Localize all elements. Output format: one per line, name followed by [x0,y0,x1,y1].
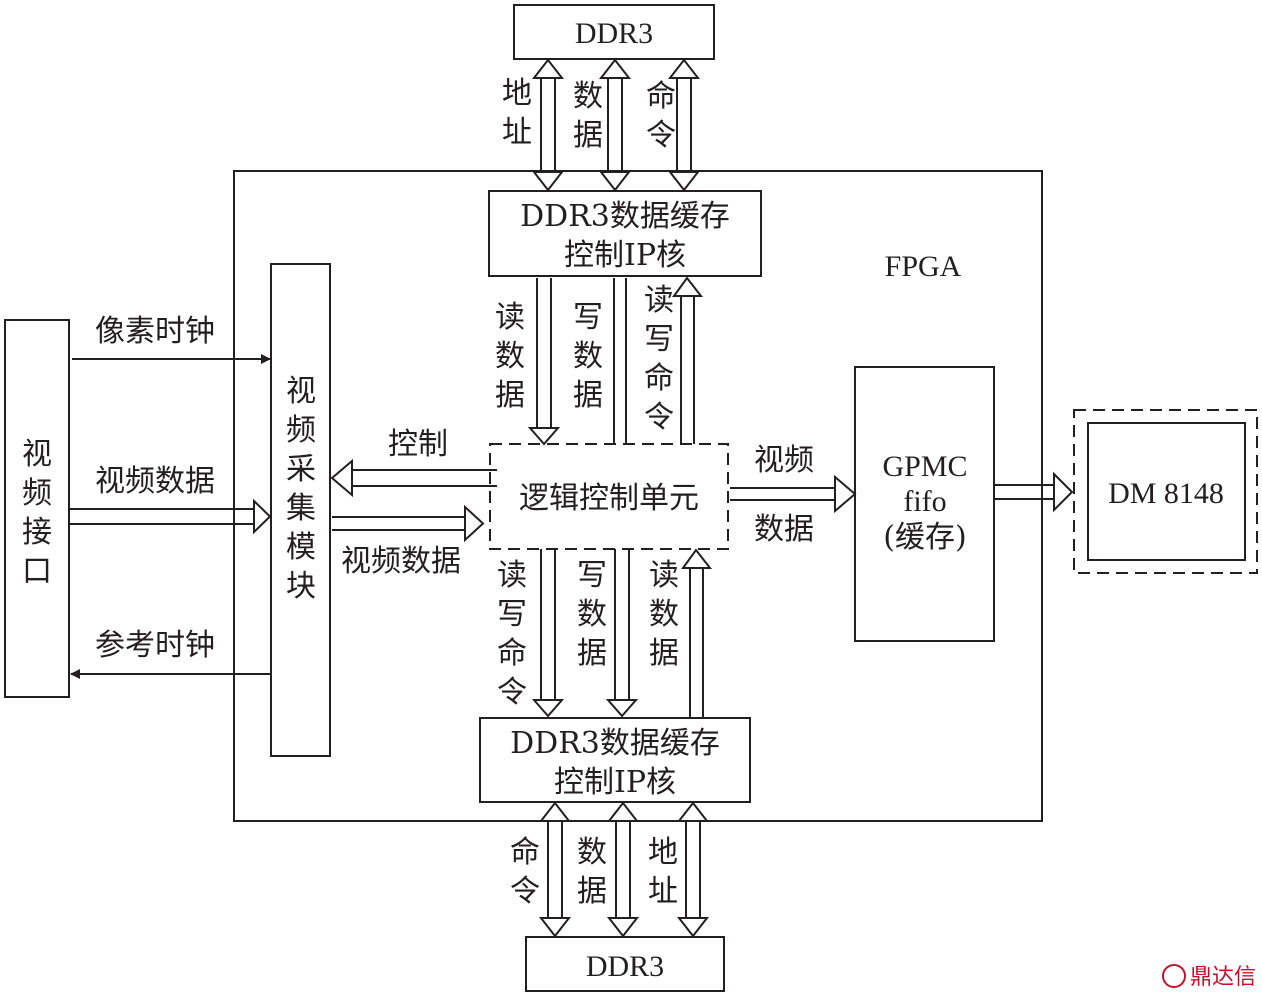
ip-core-top-line2: 控制IP核 [564,238,686,273]
gpmc-line2: fifo [903,485,946,518]
lower-read-data-arrow [681,548,713,718]
lower-read-data-label: 数 [649,597,679,632]
video-interface-char: 接 [22,515,52,550]
upper-write-data-arrow [613,278,627,444]
video-data-mid-label: 视频数据 [341,544,461,579]
video-out-arrow [730,474,857,514]
ip-core-bottom-line1: DDR3数据缓存 [510,726,720,761]
logic-control-unit-box [489,443,729,550]
top-command-arrow [667,58,701,192]
bottom-address-arrow [676,801,710,938]
lower-read-data-label: 据 [649,636,679,671]
watermark-text: 鼎达信 [1190,965,1256,990]
ip-core-bottom-line2: 控制IP核 [554,765,676,800]
upper-rw-command-label: 写 [644,322,674,357]
top-command-label: 命 [646,79,676,114]
capture-module-char: 模 [286,530,316,565]
bottom-command-label: 令 [510,874,540,909]
upper-read-data-label: 据 [495,378,525,413]
ref-clock-label: 参考时钟 [95,628,215,663]
ip-core-top-box [488,190,762,277]
fpga-label: FPGA [885,250,962,283]
capture-module-char: 视 [286,374,316,409]
bottom-data-label: 数 [577,835,607,870]
ip-core-bottom-box [479,717,751,803]
gpmc-to-dm-arrow [994,471,1074,513]
upper-rw-command-arrow [672,276,704,444]
bottom-command-label: 命 [510,835,540,870]
video-data-in-arrow [70,498,272,535]
bottom-command-arrow [538,801,572,938]
capture-module-char: 频 [286,413,316,448]
lower-write-data-label: 数 [577,597,607,632]
top-address-label: 地 [502,76,532,111]
video-interface-char: 口 [22,554,52,589]
dm8148-box [1087,422,1246,561]
capture-module-char: 集 [286,491,316,526]
top-address-arrow [531,58,565,192]
video-data-mid-arrow [332,504,485,543]
ddr3-top-label: DDR3 [575,17,653,50]
ddr3-bottom-label: DDR3 [586,950,664,983]
upper-read-data-label: 读 [495,300,525,335]
pixel-clock-label: 像素时钟 [95,314,215,349]
upper-write-data-label: 写 [573,300,603,335]
lower-write-data-label: 写 [577,558,607,593]
ip-core-top-line1: DDR3数据缓存 [520,199,730,234]
video-interface-char: 视 [22,437,52,472]
upper-write-data-label: 数 [573,339,603,374]
upper-read-data-label: 数 [495,339,525,374]
bottom-address-label: 地 [648,835,678,870]
bottom-data-label: 据 [577,874,607,909]
top-command-label: 令 [646,118,676,153]
top-data-arrow [598,58,632,192]
upper-read-data-arrow [527,278,561,446]
top-data-label: 数 [573,79,603,114]
control-label: 控制 [388,427,448,462]
capture-module-char: 采 [286,452,316,487]
capture-module-box [270,263,331,757]
lower-write-data-arrow [605,549,639,718]
capture-module-char: 块 [286,569,316,604]
top-data-label: 据 [573,118,603,153]
ddr3-bottom-box [525,936,725,992]
lower-rw-command-label: 命 [497,636,527,671]
video-out-label-1: 视频 [754,443,814,478]
video-data-in-label: 视频数据 [95,464,215,499]
gpmc-line3: (缓存) [883,520,966,555]
lower-rw-command-label: 写 [497,597,527,632]
lower-rw-command-label: 读 [497,558,527,593]
gpmc-line1: GPMC [882,450,967,483]
upper-rw-command-label: 读 [644,283,674,318]
video-interface-char: 频 [22,476,52,511]
logic-control-unit-label: 逻辑控制单元 [519,481,699,516]
dm8148-label: DM 8148 [1108,477,1224,510]
gpmc-fifo-box [854,366,995,642]
watermark-logo-icon [1162,964,1186,988]
watermark: 鼎达信 [1162,964,1256,990]
bottom-address-label: 址 [648,874,678,909]
bottom-data-arrow [606,801,640,938]
ddr3-top-box [513,4,715,60]
top-address-label: 址 [502,115,532,150]
lower-rw-command-label: 令 [497,675,527,710]
lower-read-data-label: 读 [649,558,679,593]
upper-rw-command-label: 命 [644,361,674,396]
video-out-label-2: 数据 [754,512,814,547]
upper-write-data-label: 据 [573,378,603,413]
control-arrow [330,458,497,498]
lower-write-data-label: 据 [577,636,607,671]
upper-rw-command-label: 令 [644,400,674,435]
video-interface-box [4,319,70,698]
lower-rw-command-arrow [531,549,565,718]
